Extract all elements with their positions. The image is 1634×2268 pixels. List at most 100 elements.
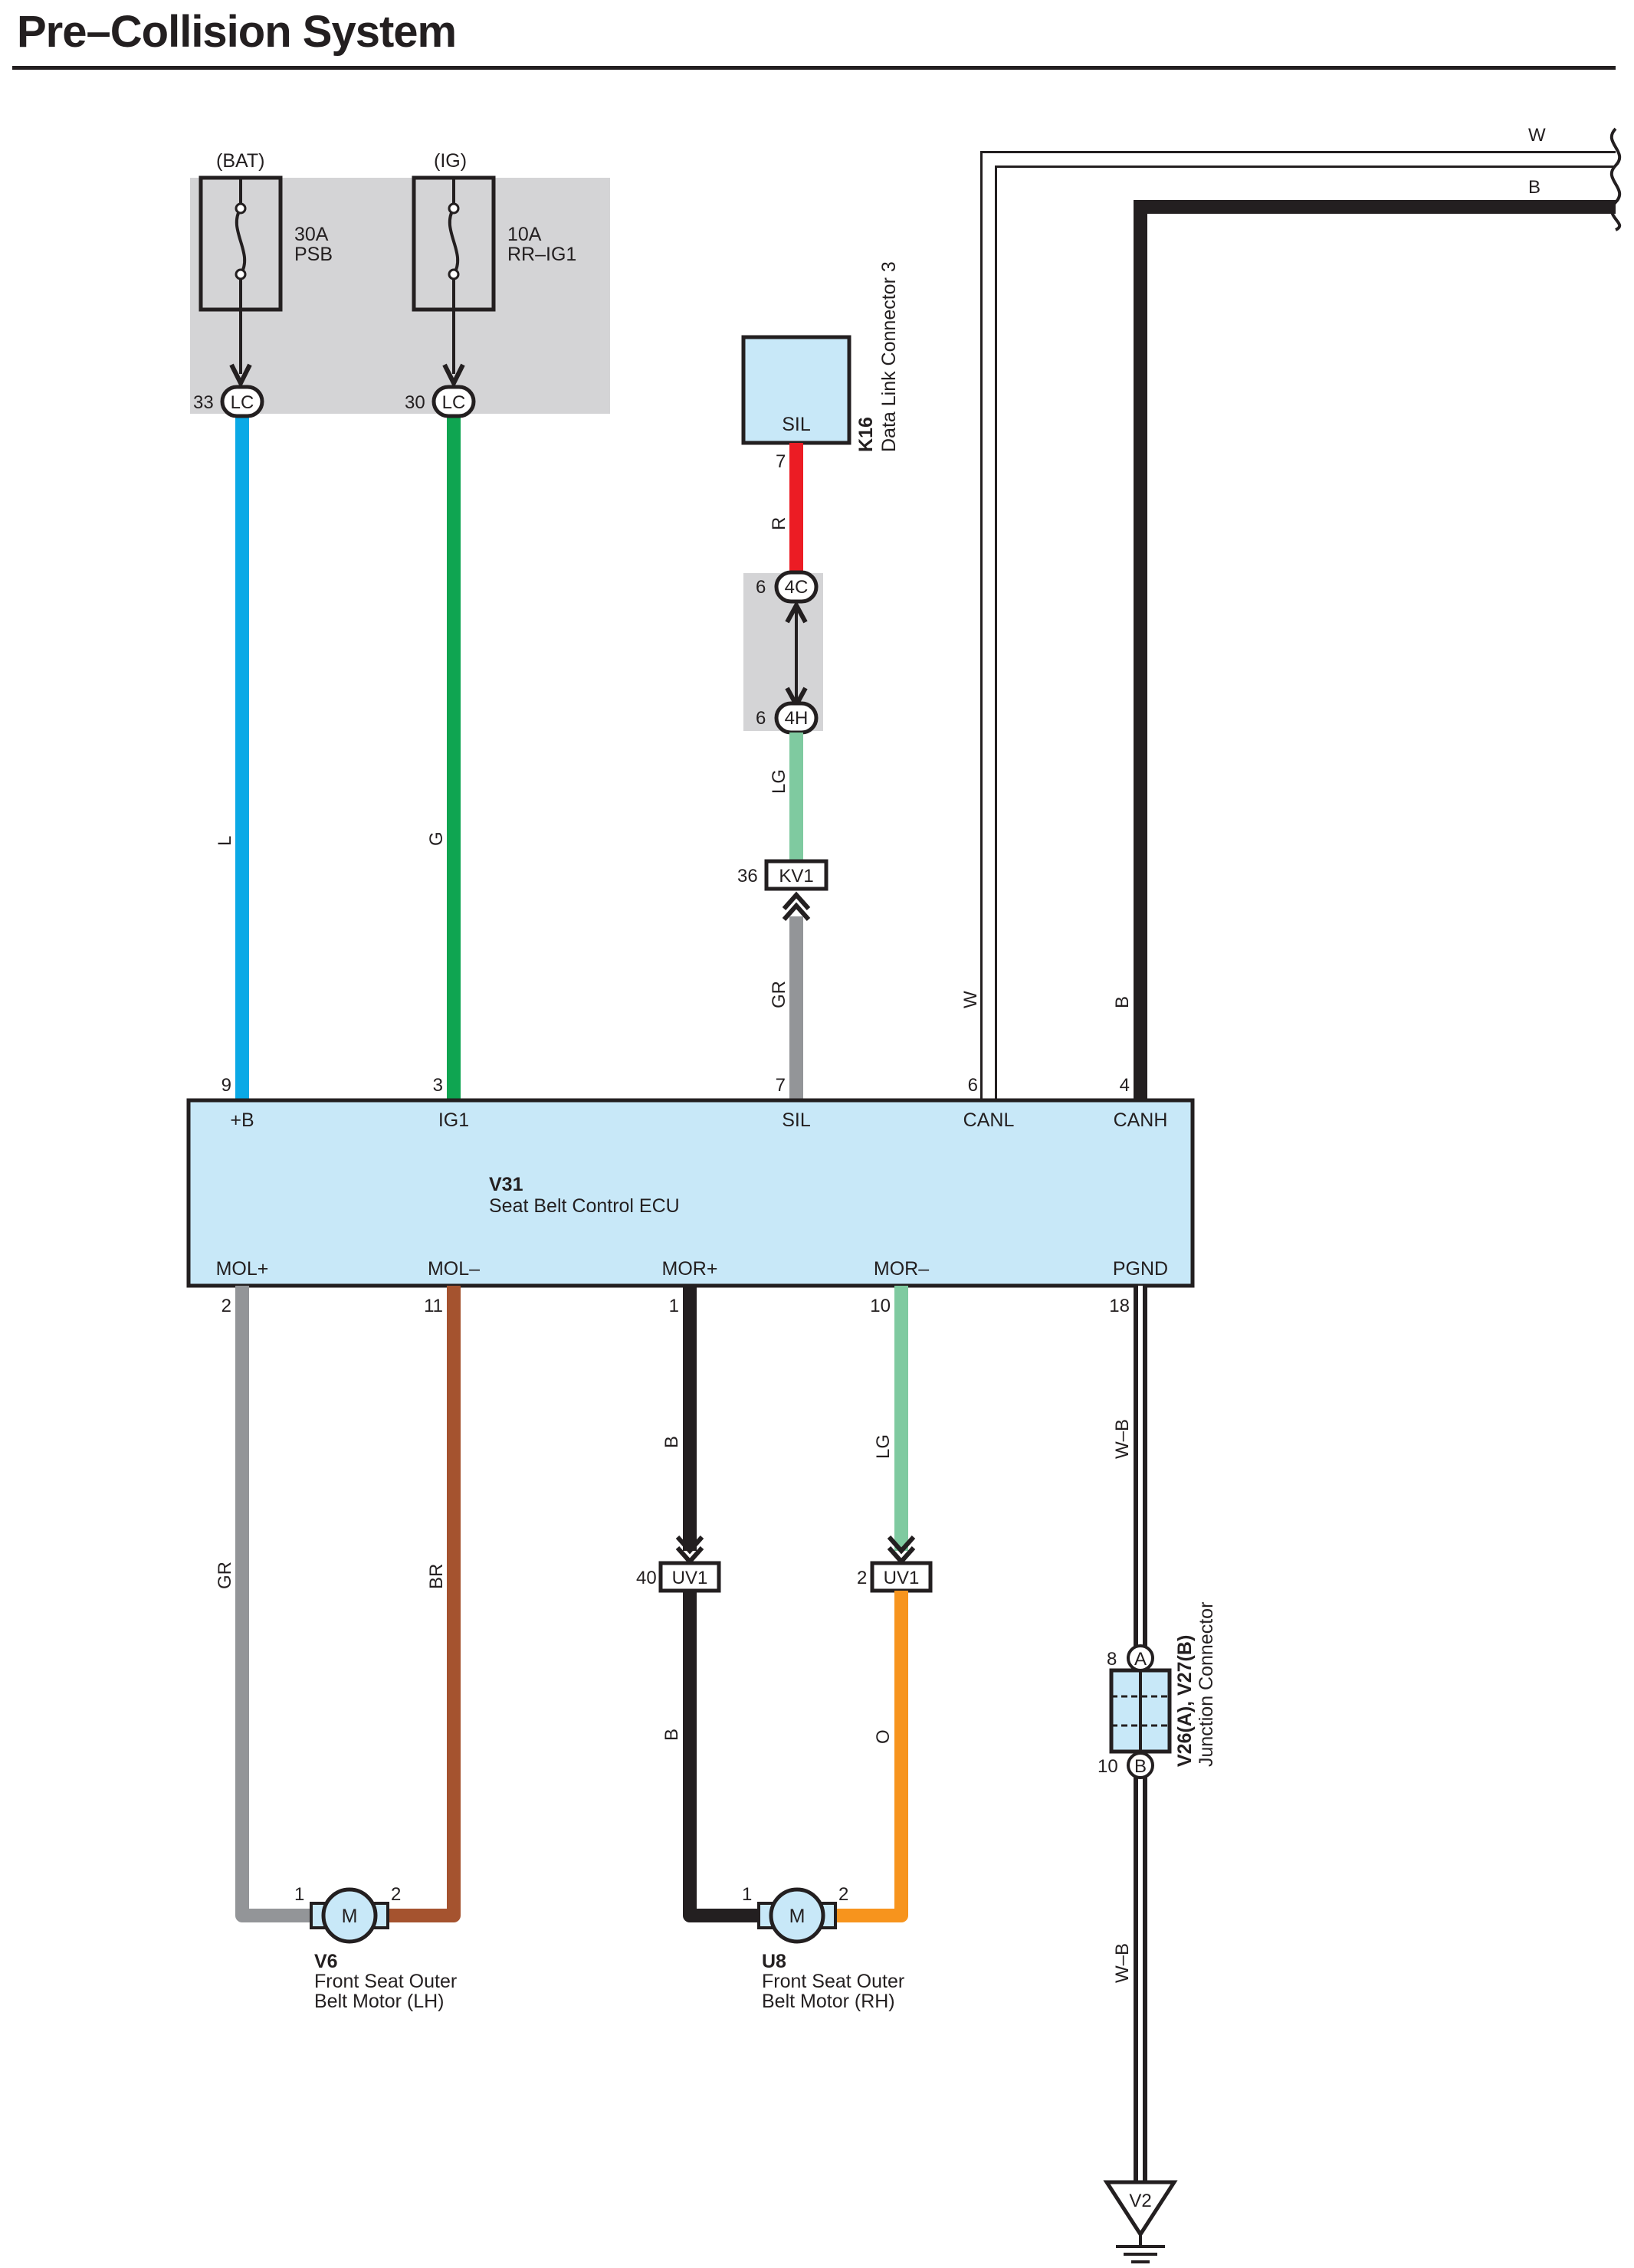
dlc-name: Data Link Connector 3 xyxy=(878,261,900,452)
junction-name: Junction Connector xyxy=(1196,1602,1217,1767)
junction-connector: A B xyxy=(1109,1644,1172,1779)
uv1-left-pin: 40 xyxy=(636,1568,657,1588)
jc-bot-pin: 6 xyxy=(756,708,766,729)
wire-label-br: BR xyxy=(426,1564,447,1589)
junction-letter-a: A xyxy=(1134,1649,1147,1670)
lc1-code: LC xyxy=(231,392,254,413)
wire-gr-mol xyxy=(235,1286,319,1922)
connector-kv1 xyxy=(764,859,828,891)
ecu-bottom-pin-number: 2 xyxy=(221,1296,231,1316)
uv1-right-pin: 2 xyxy=(857,1568,867,1588)
kv-code: KV1 xyxy=(779,866,813,887)
junction-pin-a: 8 xyxy=(1107,1649,1117,1670)
lc2-code: LC xyxy=(442,392,466,413)
motor-lh-pin1: 1 xyxy=(294,1884,304,1905)
uv1-right-code: UV1 xyxy=(884,1568,920,1588)
wire-label-lg: LG xyxy=(873,1434,894,1459)
fuse-icon xyxy=(448,207,460,276)
connector-uv1-left xyxy=(658,1561,721,1593)
bus-b-label: B xyxy=(1528,177,1540,198)
wire-break-icon xyxy=(1609,127,1622,231)
wire-b-mor-lower xyxy=(683,1591,766,1922)
wire-label-o: O xyxy=(873,1729,894,1744)
kv-pin: 36 xyxy=(737,866,758,887)
connector-4c: 4C xyxy=(774,570,819,604)
connector-lc-2: LC xyxy=(431,385,476,418)
ecu-bottom-pin-number: 10 xyxy=(870,1296,891,1316)
dlc-pin: 7 xyxy=(776,451,786,472)
wire-label-w: W xyxy=(960,991,981,1008)
fuse-icon xyxy=(235,207,247,276)
motor-lh-name2: Belt Motor (LH) xyxy=(314,1991,444,2012)
fuse1-rating: 30A xyxy=(294,224,329,245)
ecu-top-pin-number: 4 xyxy=(1120,1075,1130,1096)
motor-rh-pin2: 2 xyxy=(838,1884,848,1905)
ecu-bottom-pin-name: MOL+ xyxy=(216,1258,269,1280)
page-title: Pre–Collision System xyxy=(17,7,457,57)
connector-lc-1: LC xyxy=(220,385,264,418)
fuse-block-shade xyxy=(190,178,610,414)
ecu-top-pin-name: IG1 xyxy=(438,1109,469,1131)
motor-lh-symbol: M xyxy=(342,1906,358,1927)
motor-lh: M xyxy=(310,1887,389,1944)
wire-label-gr: GR xyxy=(215,1562,235,1589)
ecu-top-pin-number: 3 xyxy=(433,1075,443,1096)
wire-label-lg-upper: LG xyxy=(769,769,789,794)
ig-label: (IG) xyxy=(434,150,467,172)
motor-lh-pin2: 2 xyxy=(391,1884,401,1905)
ecu-bottom-pin-number: 18 xyxy=(1109,1296,1130,1316)
ecu-bottom-pin-number: 11 xyxy=(424,1296,443,1316)
junction-letter-b: B xyxy=(1134,1756,1147,1777)
fuse1-name: PSB xyxy=(294,244,333,265)
motor-rh-name1: Front Seat Outer xyxy=(762,1971,904,1992)
wire-label-wb1: W–B xyxy=(1112,1419,1133,1459)
ecu-top-pin-name: CANL xyxy=(963,1109,1015,1131)
ecu-bottom-pin-name: MOR+ xyxy=(662,1258,718,1280)
junction-code: V26(A), V27(B) xyxy=(1174,1635,1196,1767)
jc-top-pin: 6 xyxy=(756,577,766,598)
fuse2-name: RR–IG1 xyxy=(507,244,576,265)
motor-lh-code: V6 xyxy=(314,1951,338,1972)
bus-w-label: W xyxy=(1528,125,1546,146)
ecu-bottom-pin-name: MOL– xyxy=(428,1258,480,1280)
wire-w-canl xyxy=(980,151,1616,1100)
wire-b-canh xyxy=(1134,200,1616,1100)
dlc-code: K16 xyxy=(855,417,877,452)
wire-label-r: R xyxy=(769,517,789,530)
jc-top-code: 4C xyxy=(785,577,809,598)
wire-label-g: G xyxy=(426,831,447,846)
jc-bot-code: 4H xyxy=(785,708,809,729)
wire-br-mol xyxy=(380,1286,461,1922)
dlc-pin-name: SIL xyxy=(782,414,811,435)
ecu-box xyxy=(186,1098,1195,1288)
motor-rh-symbol: M xyxy=(789,1906,806,1927)
wire-label-l: L xyxy=(215,836,235,846)
connector-4h: 4H xyxy=(774,701,819,735)
ecu-bottom-pin-name: PGND xyxy=(1113,1258,1168,1280)
wire-label-gr-sil: GR xyxy=(769,981,789,1008)
ecu-top-pin-number: 9 xyxy=(221,1075,231,1096)
motor-rh-name2: Belt Motor (RH) xyxy=(762,1991,895,2012)
chevron-down-icon xyxy=(229,363,252,388)
ecu-top-pin-name: +B xyxy=(230,1109,254,1131)
wire-label-b: B xyxy=(1112,996,1133,1008)
bat-label: (BAT) xyxy=(216,150,264,172)
ecu-top-pin-number: 6 xyxy=(968,1075,978,1096)
junction-pin-b: 10 xyxy=(1098,1756,1118,1777)
motor-rh-pin1: 1 xyxy=(742,1884,752,1905)
ecu-code: V31 xyxy=(489,1174,523,1195)
chevron-down-icon xyxy=(442,363,465,388)
uv1-left-code: UV1 xyxy=(672,1568,708,1588)
ecu-top-pin-number: 7 xyxy=(776,1075,786,1096)
fuse2-rating: 10A xyxy=(507,224,542,245)
wire-label-wb2: W–B xyxy=(1112,1943,1133,1983)
ecu-top-pin-name: SIL xyxy=(782,1109,811,1131)
chevron-up-icon xyxy=(782,891,811,921)
title-rule xyxy=(12,66,1616,70)
wire-label-b2: B xyxy=(661,1729,682,1741)
lc1-pin: 33 xyxy=(193,392,214,413)
ecu-bottom-pin-name: MOR– xyxy=(874,1258,929,1280)
